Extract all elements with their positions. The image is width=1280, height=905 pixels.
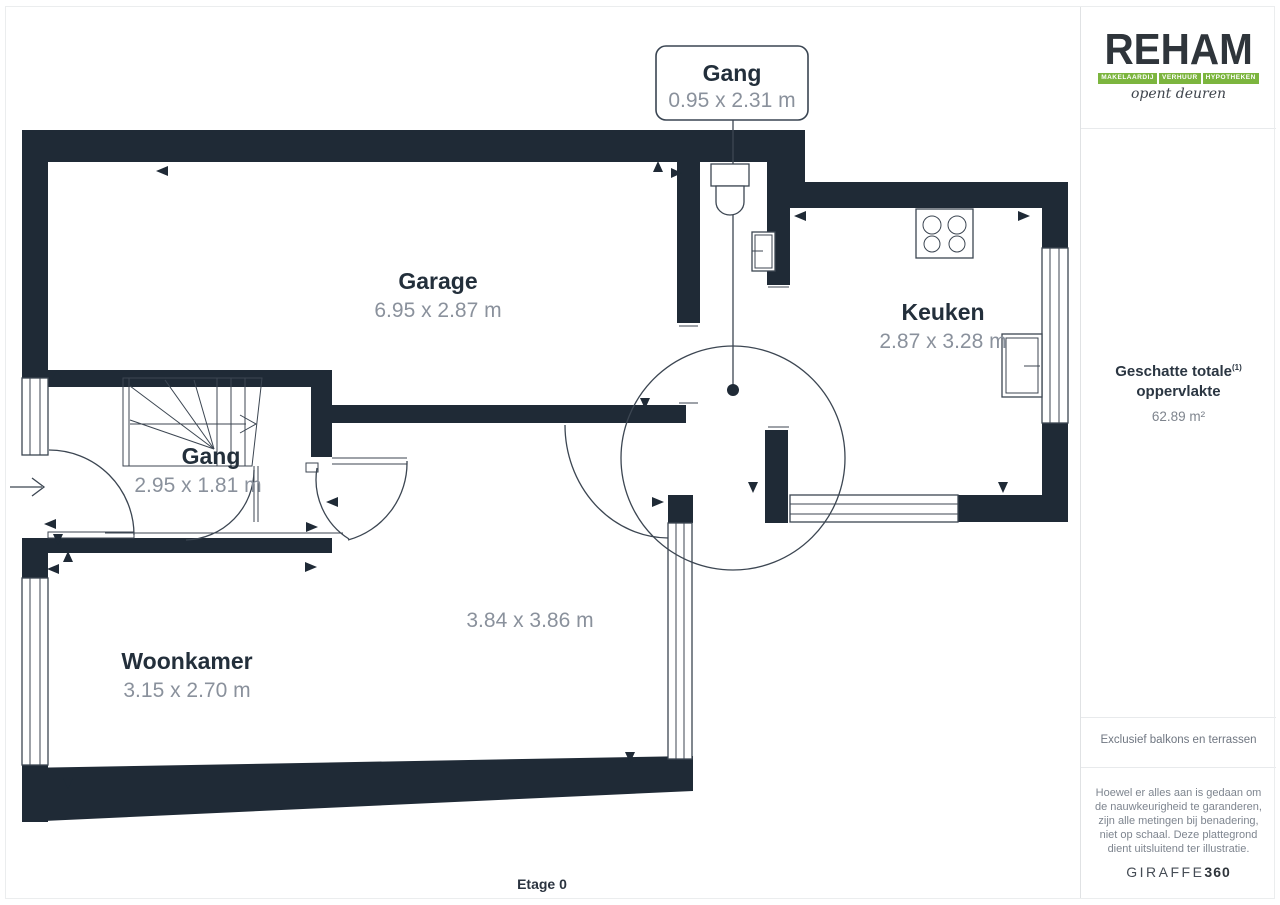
sidebar-divider-note-top (1081, 717, 1276, 718)
room-dims-keuken: 2.87 x 3.28 m (879, 330, 1006, 353)
giraffe360-brand-name: GIRAFFE (1126, 864, 1205, 880)
total-area-heading: Geschatte totale(1) oppervlakte (1081, 358, 1276, 402)
sidebar-divider-note-bottom (1081, 767, 1276, 768)
floor-label: Etage 0 (517, 876, 567, 892)
room-dims-garage: 6.95 x 2.87 m (374, 299, 501, 322)
logo-tag-verhuur: VERHUUR (1159, 73, 1201, 84)
sidebar-divider-top (1081, 128, 1276, 129)
room-name-gang-stairs: Gang (182, 443, 241, 469)
label-anchor-dot (727, 384, 739, 396)
window-keuken-bottom (789, 494, 959, 523)
window-woonkamer-left (21, 577, 49, 766)
measure-arrows (44, 161, 1030, 789)
window-garage-left (21, 377, 49, 456)
woonkamer-label: Woonkamer 3.15 x 2.70 m (121, 648, 252, 702)
reham-logo-tagline: opent deuren (1130, 85, 1227, 102)
room-name-garage: Garage (398, 268, 477, 294)
disclaimer-text: Hoewel er alles aan is gedaan om de nauw… (1095, 787, 1262, 855)
window-woonkamer-right (667, 522, 693, 760)
gang-entry-label-box: Gang 0.95 x 2.31 m (655, 45, 809, 121)
logo-tag-hypotheken: HYPOTHEKEN (1202, 73, 1259, 84)
room-dims-woonkamer: 3.15 x 2.70 m (123, 679, 250, 702)
total-area-heading-line1: Geschatte totale (1115, 363, 1232, 380)
total-area-footnote-marker: (1) (1231, 363, 1242, 372)
fixtures (710, 120, 1043, 398)
logo-tag-makelaardij: MAKELAARDIJ (1098, 73, 1157, 84)
gang-woonkamer-doors (305, 457, 408, 541)
stairs-direction-arrow (239, 414, 258, 434)
garage-label: Garage 6.95 x 2.87 m (374, 268, 501, 322)
exclusion-note: Exclusief balkons en terrassen (1100, 734, 1257, 746)
openarea-door (564, 424, 669, 539)
hall-sink-fixture (751, 231, 776, 272)
total-area-block: Geschatte totale(1) oppervlakte 62.89 m² (1081, 358, 1276, 424)
floorplan-area: Gang 0.95 x 2.31 m Garage 6.95 x 2.87 m … (10, 45, 1069, 892)
room-dims-open-area: 3.84 x 3.86 m (466, 609, 593, 632)
hob-fixture (915, 208, 974, 259)
room-name-gang-entry: Gang (703, 60, 762, 86)
stairs-door (185, 466, 259, 541)
room-labels: Gang 0.95 x 2.31 m Garage 6.95 x 2.87 m … (121, 45, 1007, 892)
entrance-arrow (10, 477, 46, 497)
total-area-value: 62.89 m² (1151, 409, 1206, 424)
kitchen-sink-fixture (1001, 333, 1043, 398)
toilet-fixture (710, 163, 750, 216)
gang-stairs-label: Gang 2.95 x 1.81 m (134, 443, 261, 497)
front-door (47, 449, 135, 539)
reham-logo: REHAM MAKELAARDIJ VERHUUR HYPOTHEKEN ope… (1081, 28, 1276, 102)
window-keuken-right (1041, 247, 1069, 424)
room-name-woonkamer: Woonkamer (121, 648, 252, 674)
floorplan-svg: Gang 0.95 x 2.31 m Garage 6.95 x 2.87 m … (10, 45, 1069, 892)
room-name-keuken: Keuken (901, 299, 984, 325)
room-dims-gang-entry: 0.95 x 2.31 m (668, 89, 795, 112)
sidebar: REHAM MAKELAARDIJ VERHUUR HYPOTHEKEN ope… (1080, 6, 1276, 899)
room-dims-gang-stairs: 2.95 x 1.81 m (134, 474, 261, 497)
reham-logo-tags: MAKELAARDIJ VERHUUR HYPOTHEKEN (1081, 73, 1276, 84)
reham-logo-wordmark: REHAM (1104, 25, 1253, 74)
corridor-doors (620, 286, 846, 571)
walls (22, 130, 1068, 822)
giraffe360-brand: GIRAFFE360 (1081, 864, 1276, 880)
staircase (122, 377, 263, 467)
total-area-heading-line2: oppervlakte (1136, 383, 1221, 400)
windows (21, 247, 1069, 766)
doors (10, 286, 846, 571)
giraffe360-brand-suffix: 360 (1204, 864, 1231, 880)
keuken-label: Keuken 2.87 x 3.28 m (879, 299, 1006, 353)
open-area-label: 3.84 x 3.86 m (466, 609, 593, 632)
